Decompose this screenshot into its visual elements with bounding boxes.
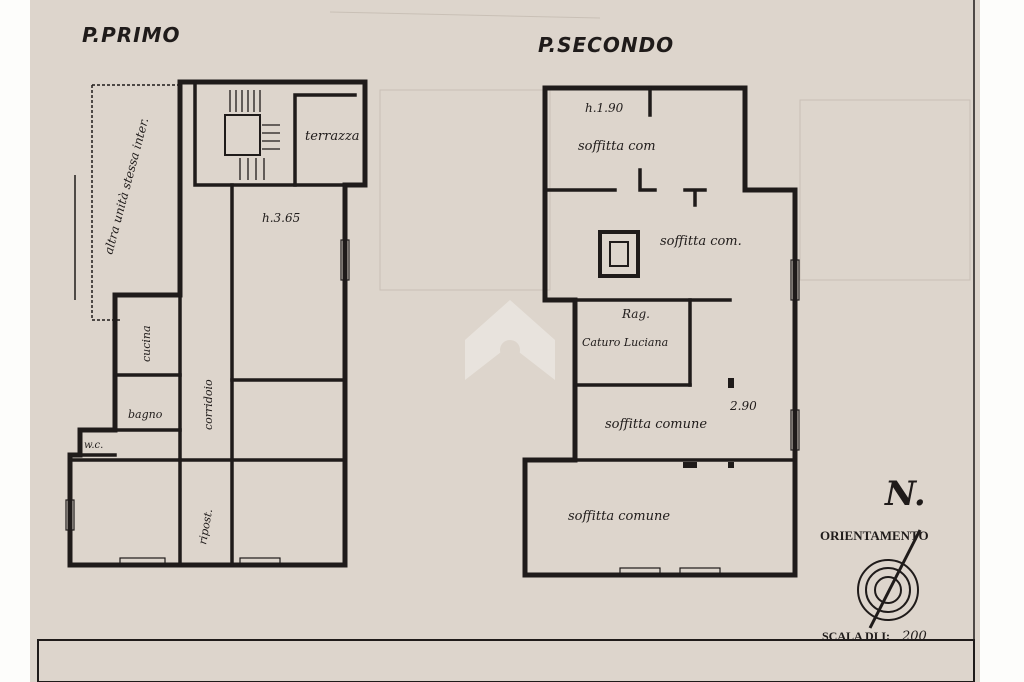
secondo-height-mid-label: 2.90	[729, 399, 757, 413]
plan-sheet	[30, 0, 980, 682]
secondo-soffitta-1-label: soffitta com	[578, 139, 656, 154]
primo-bagno-label: bagno	[128, 408, 163, 421]
background-ghost-lines	[329, 11, 971, 291]
secondo-rag-label: Rag.	[621, 307, 650, 321]
primo-title: P.PRIMO	[82, 23, 181, 47]
scale-note: SCALA DI I: 200	[822, 629, 927, 644]
primo-cucina-label: cucina	[140, 325, 153, 362]
watermark-logo	[465, 300, 555, 380]
title-block	[37, 639, 975, 682]
north-mark: N.	[884, 474, 926, 514]
secondo-title: P.SECONDO	[538, 33, 674, 57]
secondo-soffitta-2-label: soffitta com.	[660, 234, 742, 249]
primo-wc-label: w.c.	[84, 440, 103, 451]
scale-label: SCALA DI I:	[822, 629, 890, 643]
secondo-piano-plan: P.SECONDO h.1.90 soffitta com soffitta c…	[522, 33, 800, 578]
secondo-height-top-label: h.1.90	[585, 101, 624, 115]
orientation-label: ORIENTAMENTO	[820, 528, 929, 543]
primo-corridoio-label: corridoio	[202, 379, 215, 430]
primo-ripost-label: ripost.	[196, 508, 215, 546]
primo-adjacent-label: altra unità stessa inter.	[101, 116, 151, 256]
primo-height-label: h.3.65	[262, 211, 300, 225]
secondo-owner-label: Caturo Luciana	[582, 336, 668, 349]
primo-piano-plan: P.PRIMO terrazza h.3.65 altra unità stes…	[65, 23, 368, 568]
secondo-soffitta-4-label: soffitta comune	[568, 509, 670, 524]
secondo-soffitta-3-label: soffitta comune	[605, 417, 707, 432]
scale-value: 200	[901, 629, 927, 644]
primo-terrazza-label: terrazza	[305, 129, 360, 144]
orientation-compass: N. ORIENTAMENTO	[820, 474, 929, 629]
